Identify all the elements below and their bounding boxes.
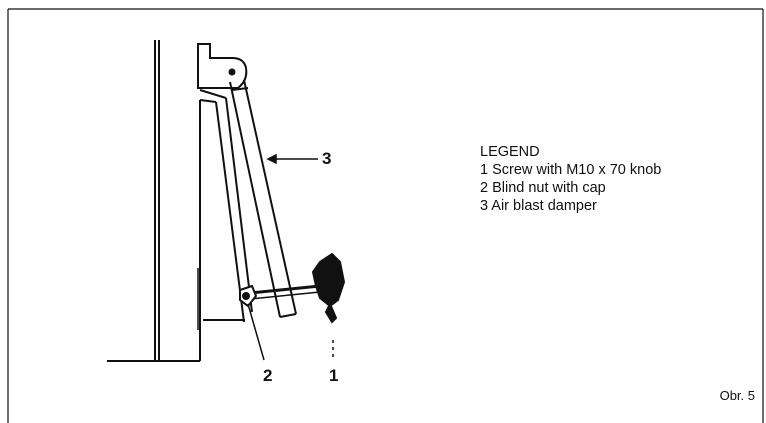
hinge-bracket <box>197 43 248 89</box>
figure-caption: Obr. 5 <box>719 388 755 403</box>
callout-2: 2 <box>263 366 273 385</box>
legend-item: 3 Air blast damper <box>480 198 597 214</box>
legend-item: 2 Blind nut with cap <box>480 180 606 196</box>
inner-frame <box>199 89 253 323</box>
blind-nut-with-cap <box>239 284 258 308</box>
callout-3: 3 <box>322 149 332 168</box>
legend-title: LEGEND <box>480 144 540 160</box>
leader-lines <box>247 153 334 361</box>
legend-item: 1 Screw with M10 x 70 knob <box>480 162 662 178</box>
screw-with-knob <box>239 252 346 324</box>
legend: LEGEND 1 Screw with M10 x 70 knob 2 Blin… <box>480 143 661 215</box>
figure-frame <box>7 8 764 423</box>
housing-wall <box>107 40 245 362</box>
air-blast-damper <box>229 79 297 318</box>
callout-1: 1 <box>329 366 339 385</box>
